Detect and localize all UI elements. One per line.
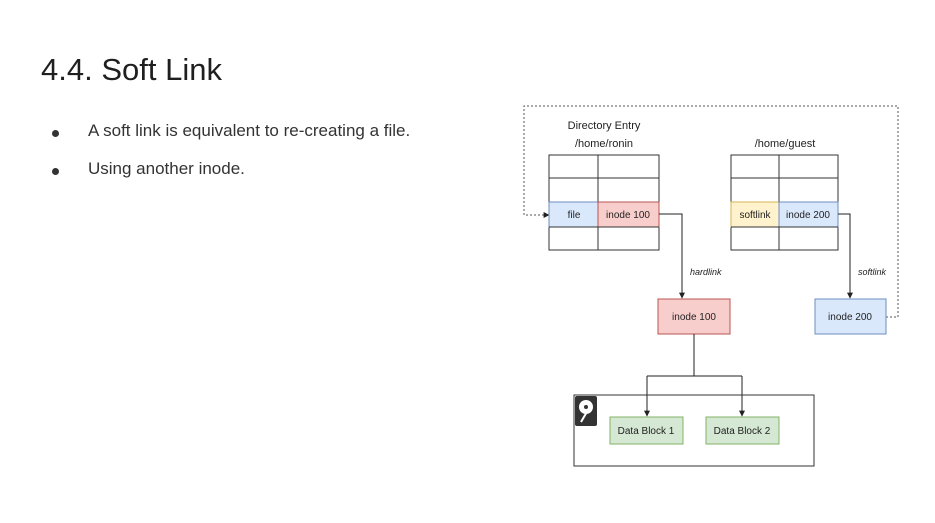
- cell-softlink-text: softlink: [739, 210, 771, 221]
- dir-ronin-label: /home/ronin: [575, 138, 633, 150]
- directory-entry-title: Directory Entry: [568, 120, 641, 132]
- dir-guest-label: /home/guest: [755, 138, 816, 150]
- cell-inode-200: [778, 201, 839, 228]
- disk-container: [573, 394, 815, 467]
- cell-softlink: [730, 201, 780, 228]
- softlink-connector: [838, 213, 853, 299]
- inode-200-node: [814, 298, 887, 335]
- softlink-dotted-path: [523, 105, 899, 318]
- slide-title: 4.4. Soft Link: [41, 52, 222, 87]
- inode-100-text: inode 100: [672, 312, 716, 323]
- hardlink-label: hardlink: [690, 267, 722, 277]
- bullet-text: Using another inode.: [88, 159, 245, 178]
- bullet-dot: [52, 130, 59, 137]
- cell-file-text: file: [568, 210, 581, 221]
- inode-200-text: inode 200: [828, 312, 872, 323]
- hardlink-connector: [659, 213, 685, 299]
- inode-to-blocks-connector: [647, 334, 742, 377]
- data-block-1-text: Data Block 1: [618, 426, 675, 437]
- softlink-label: softlink: [858, 267, 887, 277]
- data-block-1: [609, 416, 684, 445]
- guest-directory-table: softlink inode 200: [730, 154, 839, 251]
- bullet-dot: [52, 168, 59, 175]
- ronin-directory-table: file inode 100: [548, 154, 660, 251]
- data-block-2-text: Data Block 2: [714, 426, 771, 437]
- cell-file: [548, 201, 599, 228]
- cell-inode100-text: inode 100: [606, 210, 650, 221]
- bullet-text: A soft link is equivalent to re-creating…: [88, 121, 411, 140]
- cell-inode200-text: inode 200: [786, 210, 830, 221]
- hard-disk-icon: [575, 396, 597, 426]
- data-block-2: [705, 416, 780, 445]
